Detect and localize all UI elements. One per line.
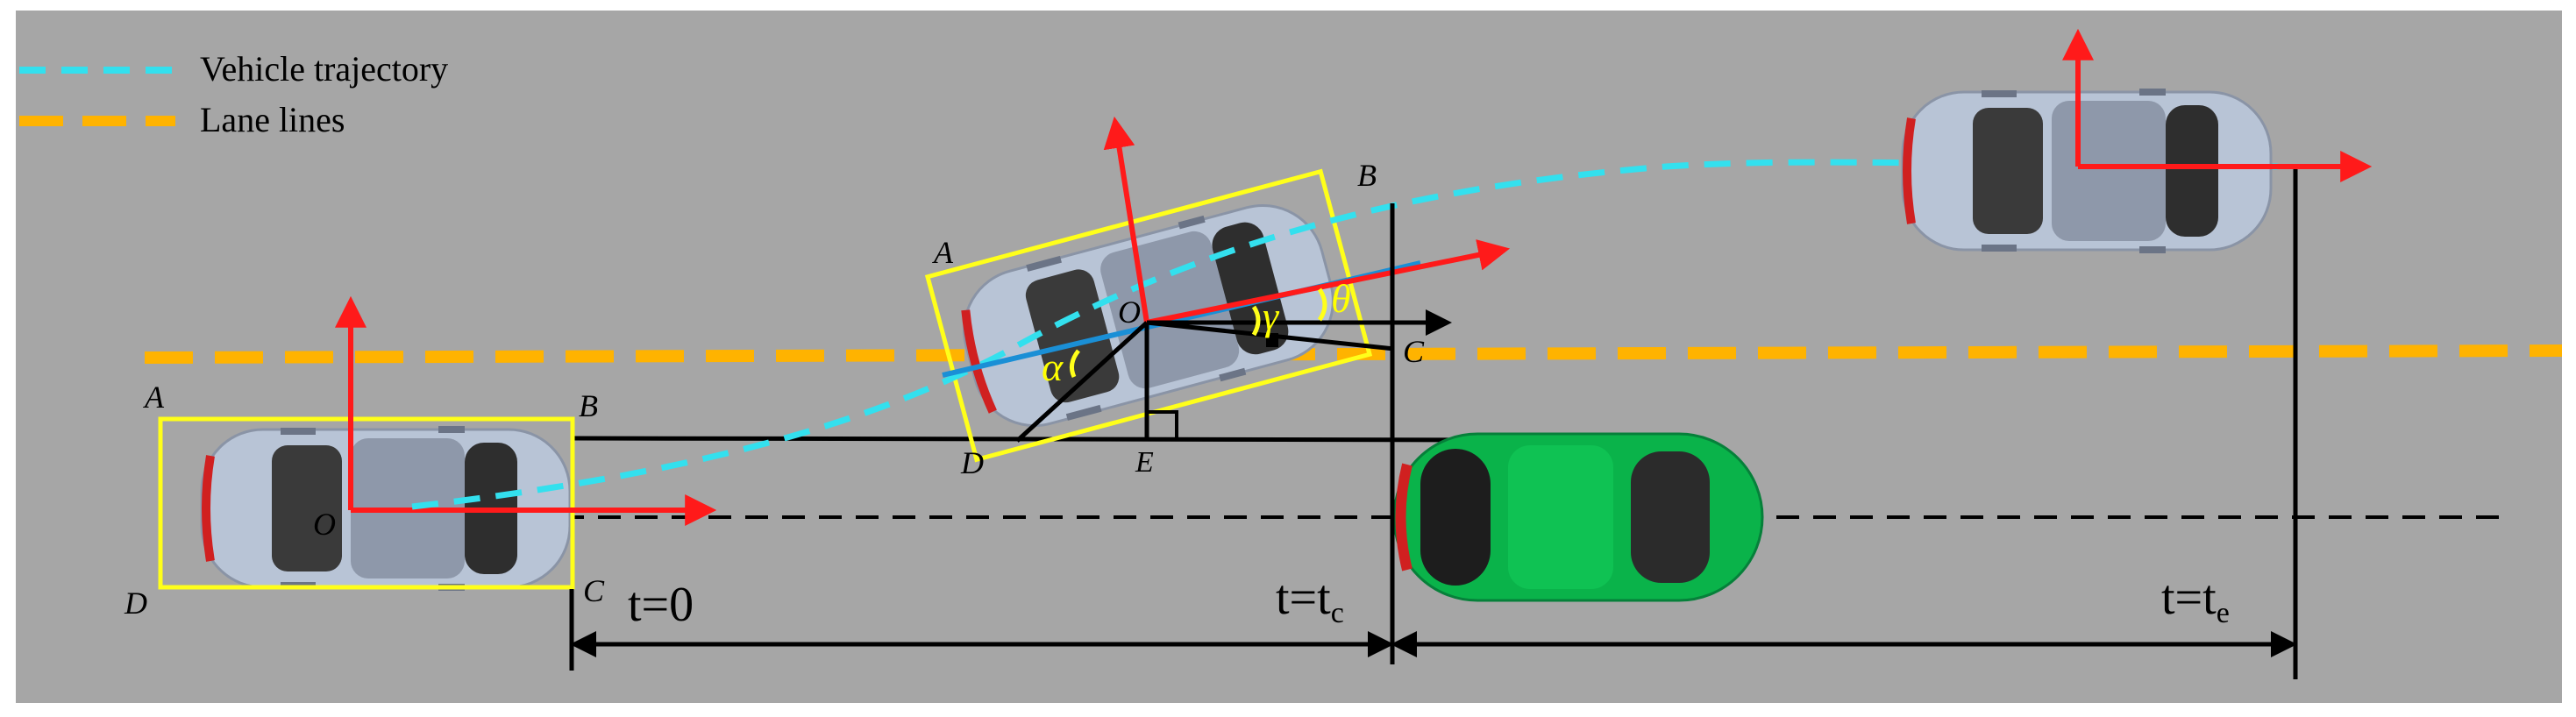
label-alpha: α: [1042, 344, 1064, 389]
label-gamma: γ: [1263, 294, 1280, 338]
label-start-a: A: [143, 380, 165, 415]
label-coll-d: D: [960, 445, 984, 480]
time-label-tc: t=tc: [1276, 571, 1344, 629]
label-coll-o: O: [1118, 295, 1141, 330]
label-coll-a: A: [932, 235, 954, 270]
legend-trajectory-label: Vehicle trajectory: [200, 49, 448, 89]
label-coll-e: E: [1135, 446, 1154, 479]
axis-arrow-icon: [1146, 239, 1511, 325]
axis-arrow-icon: [1103, 116, 1149, 323]
time-label-te: t=te: [2161, 571, 2230, 629]
right-angle-mark: [1147, 410, 1178, 441]
label-coll-c: C: [1403, 334, 1425, 369]
start-bounding-box: [158, 416, 575, 590]
time-label-0: t=0: [628, 578, 694, 632]
angle-marker: [1266, 333, 1278, 347]
theta-arc: [1317, 288, 1327, 322]
car-icon: [1903, 89, 2271, 253]
legend-lane-label: Lane lines: [200, 100, 345, 139]
label-start-d: D: [124, 586, 147, 621]
segment-od: [1015, 321, 1149, 443]
lane-line: [144, 344, 2563, 364]
car-icon: [924, 168, 1373, 463]
label-coll-b: B: [1357, 158, 1377, 193]
obstacle-car-icon: [1392, 432, 1764, 602]
label-start-o: O: [313, 507, 336, 542]
vehicle-trajectory: [411, 159, 2281, 510]
collision-bounding-box: [924, 168, 1373, 463]
gamma-arc: [1251, 305, 1261, 337]
label-theta: θ: [1331, 276, 1351, 321]
alpha-arc: [1069, 349, 1081, 379]
label-start-b: B: [579, 388, 598, 423]
label-start-c: C: [583, 573, 605, 608]
